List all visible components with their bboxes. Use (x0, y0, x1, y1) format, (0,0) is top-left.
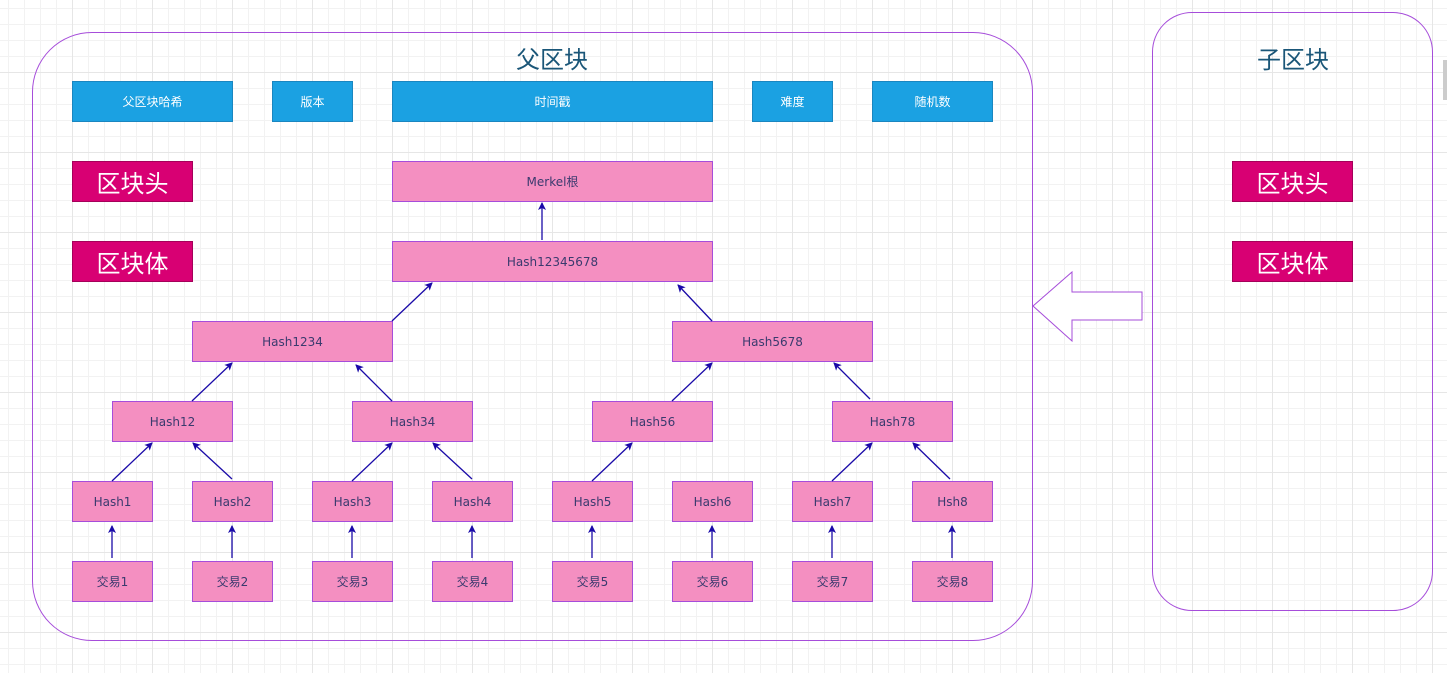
arrow-hash7-hash78 (831, 442, 873, 482)
transaction-2-node: 交易2 (192, 561, 273, 602)
scrollbar-stub (1443, 60, 1447, 100)
transaction-5-node: 交易5 (552, 561, 633, 602)
arrow-hash3-hash34 (351, 442, 393, 482)
arrow-hash56-hash5678 (671, 362, 713, 402)
child-block-container (1152, 12, 1433, 611)
hash-7-node: Hash7 (792, 481, 873, 522)
hash-56-node: Hash56 (592, 401, 713, 442)
hash-6-node: Hash6 (672, 481, 753, 522)
transaction-1-node: 交易1 (72, 561, 153, 602)
arrow-hash2-hash12 (192, 442, 233, 480)
hash-12-node: Hash12 (112, 401, 233, 442)
transaction-3-node: 交易3 (312, 561, 393, 602)
arrow-hash12-hash1234 (191, 362, 233, 402)
transaction-4-node: 交易4 (432, 561, 513, 602)
child-block-title: 子区块 (1257, 46, 1329, 74)
merkle-root-node: Merkel根 (392, 161, 713, 202)
transaction-8-node: 交易8 (912, 561, 993, 602)
parent-header-label: 区块头 (72, 161, 193, 202)
hash-2-node: Hash2 (192, 481, 273, 522)
parent-block-title: 父区块 (516, 46, 588, 74)
hash-5678-node: Hash5678 (672, 321, 873, 362)
arrow-hash5-hash56 (591, 442, 633, 482)
arrow-hash4-hash34 (432, 442, 473, 480)
header-field-difficulty: 难度 (752, 81, 833, 122)
transaction-6-node: 交易6 (672, 561, 753, 602)
child-header-label: 区块头 (1232, 161, 1353, 202)
hash-34-node: Hash34 (352, 401, 473, 442)
arrow-hash1234-hash12345678 (391, 282, 433, 322)
transaction-7-node: 交易7 (792, 561, 873, 602)
arrow-hash34-hash1234 (355, 364, 393, 402)
child-body-label: 区块体 (1232, 241, 1353, 282)
header-field-parent-hash: 父区块哈希 (72, 81, 233, 122)
hash-4-node: Hash4 (432, 481, 513, 522)
header-field-nonce: 随机数 (872, 81, 993, 122)
arrow-hash5678-hash12345678 (677, 284, 713, 322)
arrow-hash78-hash5678 (833, 362, 871, 400)
child-to-parent-arrow (1032, 270, 1143, 343)
hash-8-node: Hsh8 (912, 481, 993, 522)
arrow-hash8-hash78 (912, 442, 951, 480)
header-field-timestamp: 时间戳 (392, 81, 713, 122)
hash-3-node: Hash3 (312, 481, 393, 522)
parent-block-container (32, 32, 1033, 641)
header-field-version: 版本 (272, 81, 353, 122)
hash-1-node: Hash1 (72, 481, 153, 522)
hash-5-node: Hash5 (552, 481, 633, 522)
hash-78-node: Hash78 (832, 401, 953, 442)
hash-12345678-node: Hash12345678 (392, 241, 713, 282)
arrow-hash1-hash12 (111, 442, 153, 482)
hash-1234-node: Hash1234 (192, 321, 393, 362)
parent-body-label: 区块体 (72, 241, 193, 282)
